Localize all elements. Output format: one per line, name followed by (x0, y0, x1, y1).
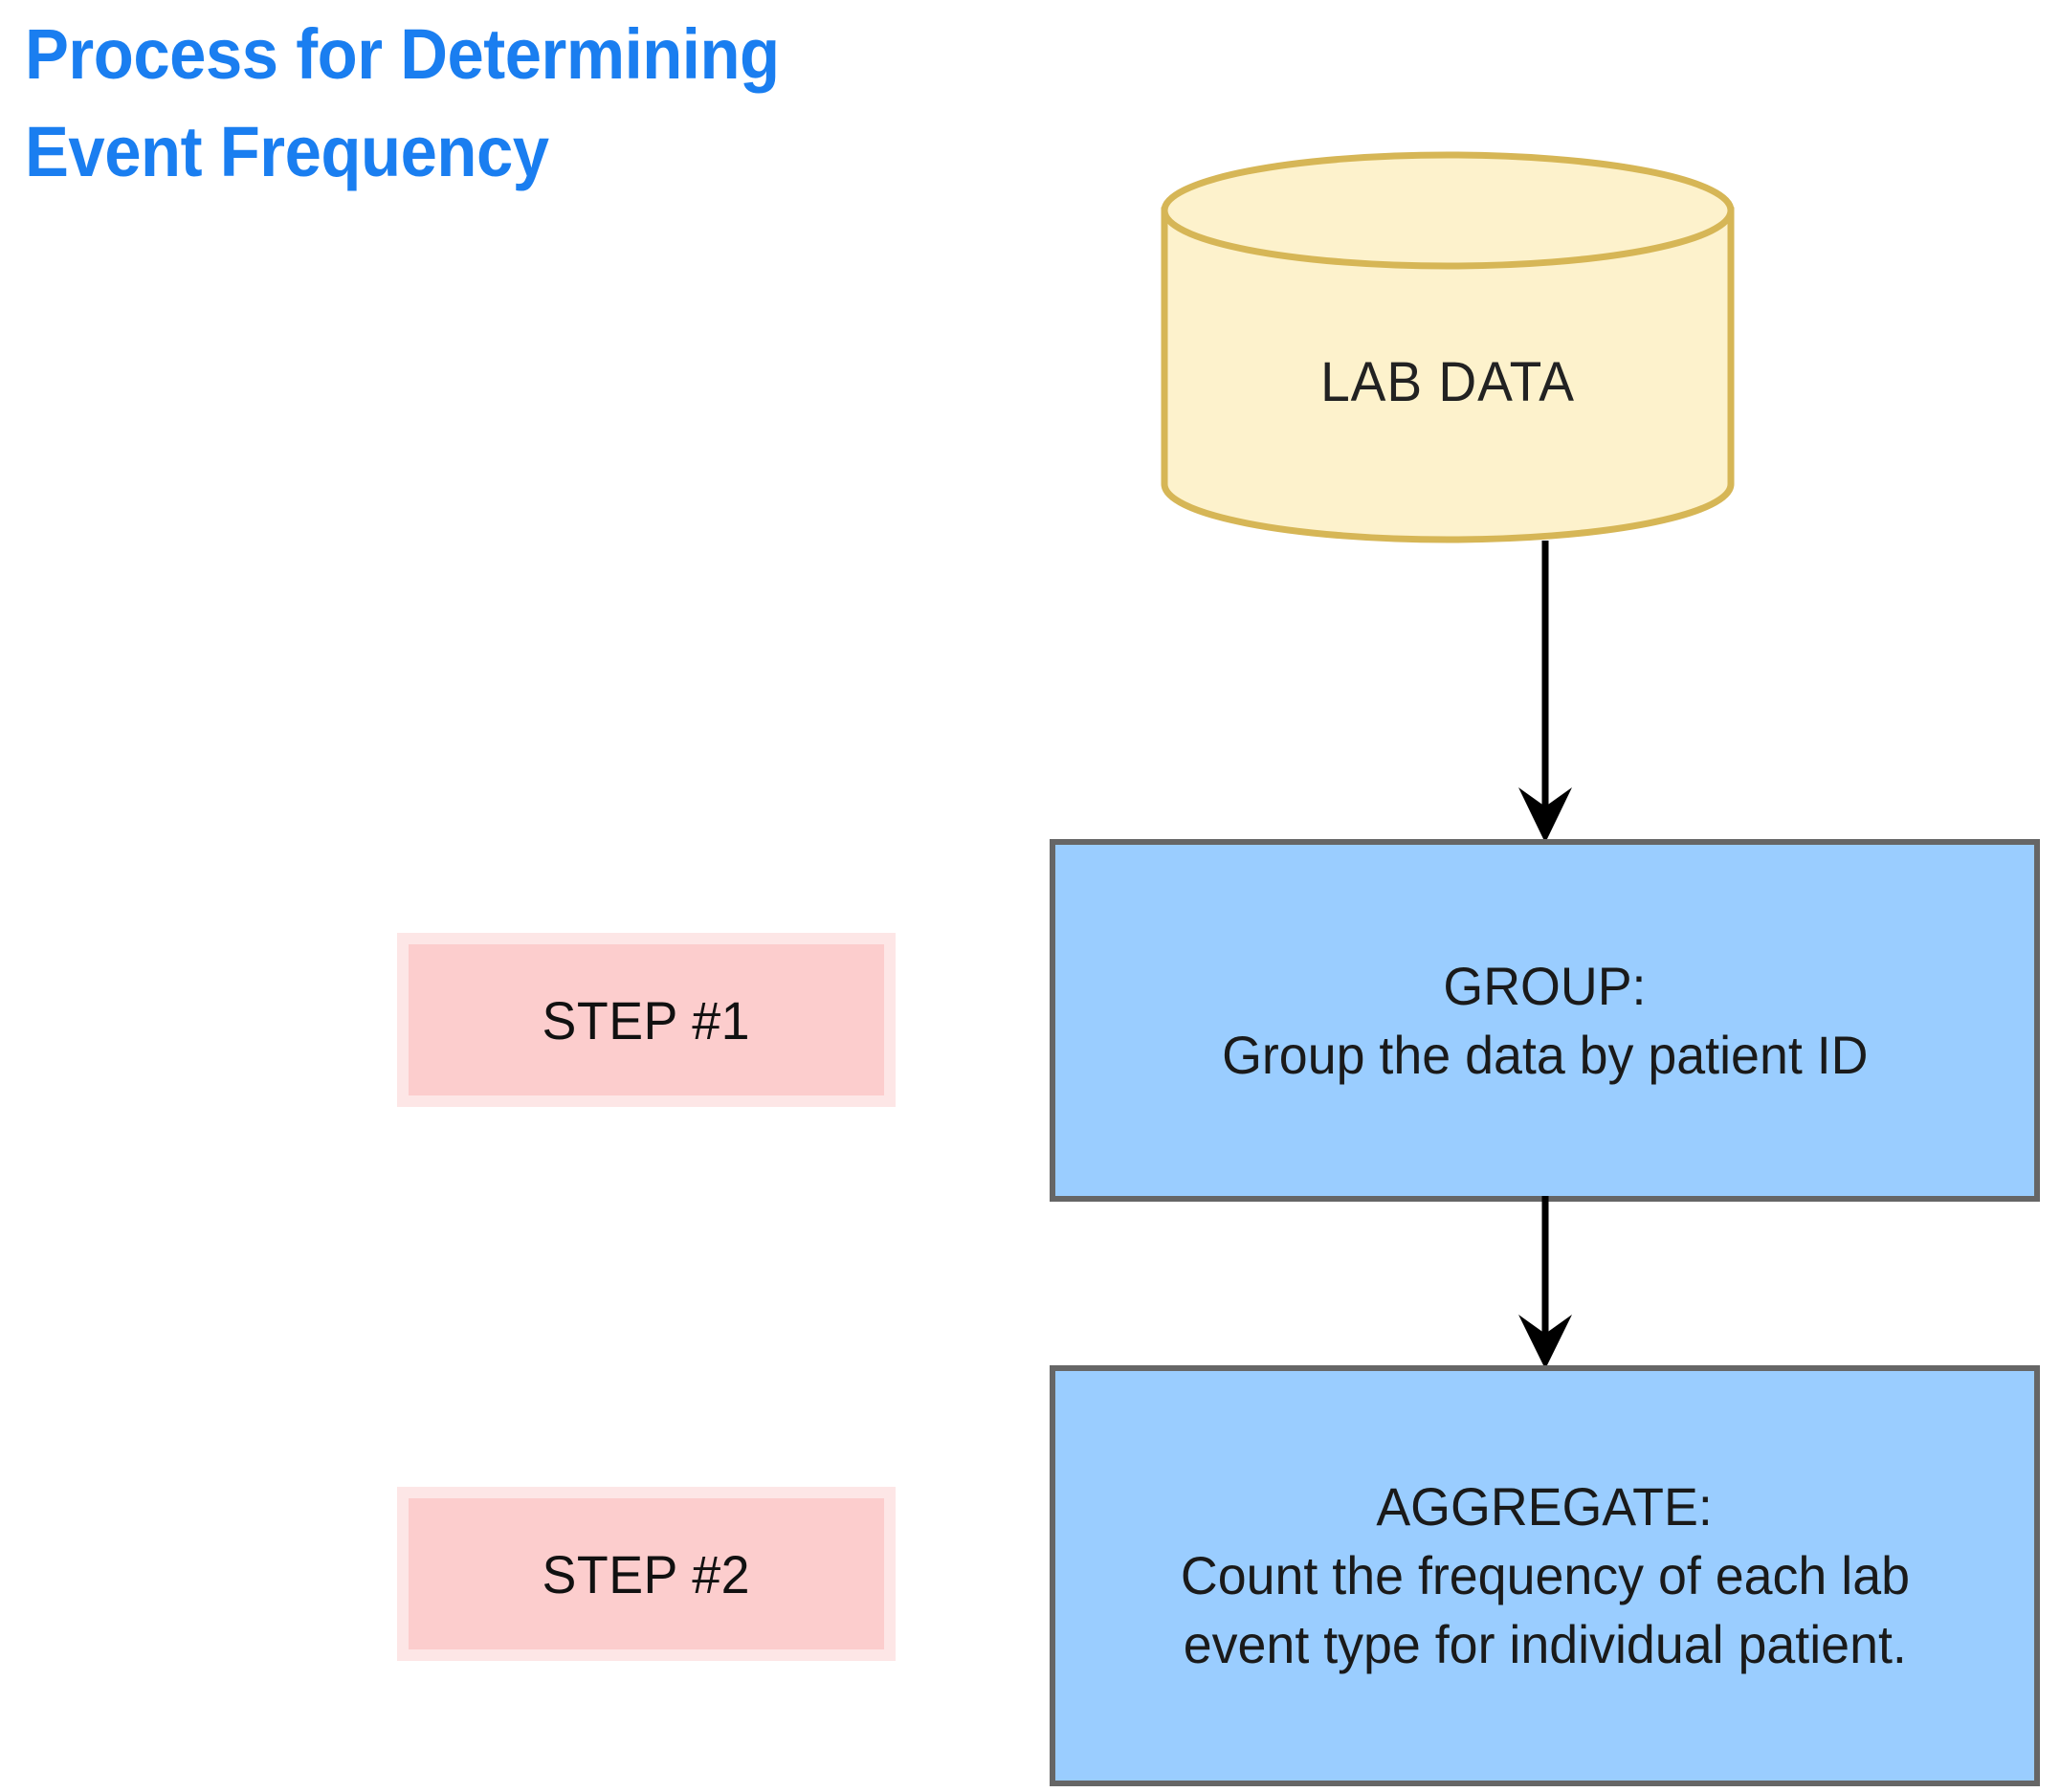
node-group-description: Group the data by patient ID (1221, 1024, 1869, 1085)
step-label-2-text: STEP #2 (542, 1543, 751, 1604)
node-lab-data-label: LAB DATA (1320, 350, 1575, 413)
node-aggregate-description-line-2: event type for individual patient. (1183, 1613, 1907, 1674)
node-aggregate-description-line-1: Count the frequency of each lab (1180, 1545, 1910, 1606)
node-group[interactable]: GROUP: Group the data by patient ID (1050, 839, 2040, 1202)
cylinder-icon (1161, 151, 1735, 543)
node-group-heading: GROUP: (1443, 955, 1647, 1016)
node-aggregate-heading: AGGREGATE: (1376, 1476, 1714, 1538)
step-label-1[interactable]: STEP #1 (397, 933, 896, 1107)
arrow-lab-data-to-group (1518, 541, 1572, 843)
page-title: Process for Determining Event Frequency (25, 14, 780, 192)
step-label-1-text: STEP #1 (542, 989, 751, 1051)
arrow-group-to-aggregate (1518, 1196, 1572, 1369)
step-label-2[interactable]: STEP #2 (397, 1487, 896, 1661)
node-lab-data[interactable]: LAB DATA (1161, 151, 1735, 543)
node-aggregate[interactable]: AGGREGATE: Count the frequency of each l… (1050, 1365, 2040, 1786)
